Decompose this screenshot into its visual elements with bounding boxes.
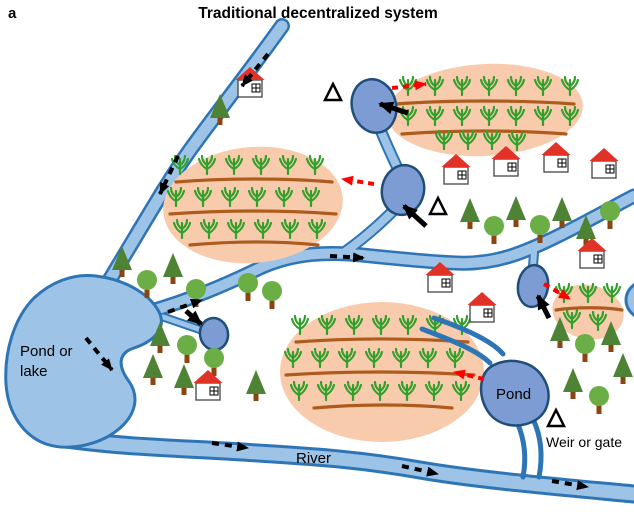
conifer-tree-icon: [143, 354, 163, 385]
furrow-line: [394, 99, 576, 106]
intake-arrow: [184, 309, 203, 326]
pond-connectors: [419, 315, 544, 480]
flow-arrow: [84, 336, 114, 372]
furrow-line: [284, 370, 476, 377]
broadleaf-tree-icon: [262, 281, 282, 309]
intake-arrow: [535, 294, 552, 320]
flow-arrows: [84, 52, 589, 491]
flow-arrow: [401, 464, 439, 477]
weir-gate-icon: [546, 408, 566, 428]
conifer-tree-icon: [506, 196, 526, 227]
labels: a Traditional decentralized system Pond …: [8, 5, 622, 467]
intake-arrow: [402, 204, 428, 228]
conifer-tree-icon: [174, 364, 194, 395]
branch-canal-mid: [338, 206, 398, 258]
pond-inlet-channel: [419, 326, 493, 366]
furrow-line: [188, 240, 320, 247]
small-pond-center: [198, 316, 230, 352]
pond-or-lake: [4, 273, 163, 449]
broadleaf-tree-icon: [238, 273, 258, 301]
pond-inlet-channel: [431, 315, 506, 357]
broadleaf-tree-icon: [575, 334, 595, 362]
irrigation-arrow: [341, 175, 375, 186]
river-label: River: [296, 450, 331, 467]
house-icon: [192, 369, 224, 401]
intake-arrow: [378, 101, 409, 116]
pond-or-lake-label-line2: lake: [20, 363, 48, 380]
broadleaf-tree-icon: [177, 335, 197, 363]
irrigation-arrow: [391, 80, 427, 91]
furrow-line: [168, 209, 338, 216]
broadleaf-tree-icon: [600, 201, 620, 229]
flow-arrow: [240, 52, 270, 88]
conifer-tree-icon: [246, 370, 266, 401]
pond-outlet-channel: [530, 416, 544, 480]
conifer-tree-icon: [563, 368, 583, 399]
weir-gate-icon: [428, 196, 448, 216]
small-pond-top: [350, 78, 398, 134]
weir-gate-icon: [323, 82, 343, 102]
furrow-line: [400, 129, 568, 136]
panel-letter: a: [8, 5, 17, 22]
house-icon: [540, 141, 572, 173]
conifer-tree-icon: [163, 253, 183, 284]
pond-or-lake-label-line1: Pond or: [20, 343, 73, 360]
house-icon: [466, 291, 498, 323]
house-icon: [440, 153, 472, 185]
flow-arrow: [551, 479, 589, 491]
house-icon: [576, 237, 608, 269]
pond-outlet-channel: [514, 419, 528, 480]
bottom-river: [41, 429, 634, 501]
irrigation-arrow: [543, 282, 571, 301]
irrigation-arrows: [341, 80, 571, 381]
intake-arrows: [184, 101, 552, 326]
flow-arrow: [211, 441, 249, 452]
pond-label: Pond: [496, 386, 531, 403]
broadleaf-tree-icon: [589, 386, 609, 414]
conifer-tree-icon: [613, 353, 633, 384]
flow-arrow: [329, 252, 365, 263]
partial-circle-right-edge: [624, 282, 634, 318]
conifer-tree-icon: [460, 198, 480, 229]
broadleaf-tree-icon: [484, 216, 504, 244]
irrigation-arrow: [453, 369, 485, 381]
figure-title: Traditional decentralized system: [198, 5, 437, 22]
flow-arrow: [167, 298, 203, 314]
house-icon: [588, 147, 620, 179]
top-stream: [100, 20, 288, 292]
furrow-line: [554, 306, 624, 312]
furrow-line: [174, 177, 334, 184]
furrow-line: [312, 403, 454, 410]
weir-or-gate-label: Weir or gate: [546, 434, 622, 450]
pond-bottom-right: [479, 359, 550, 427]
small-pond-mid: [380, 163, 426, 217]
